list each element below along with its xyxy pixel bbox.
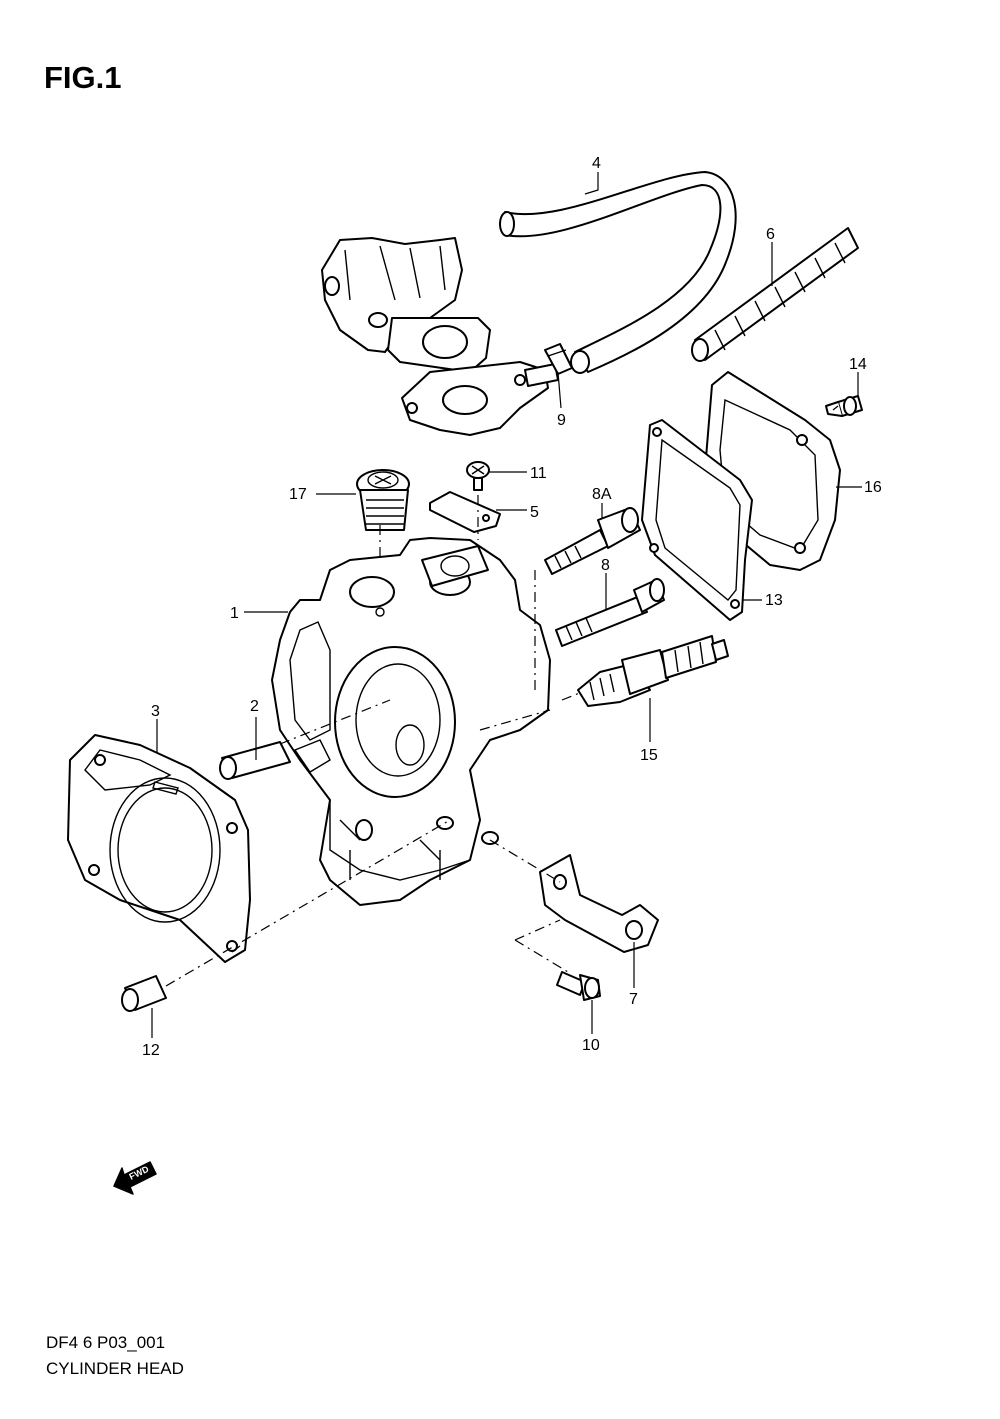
part-label-6: 6: [766, 226, 775, 243]
part-label-11: 11: [530, 465, 547, 482]
diagram-code: DF4 6 P03_001: [46, 1333, 166, 1352]
part-label-16: 15: [640, 747, 658, 764]
part-label-8: 8: [601, 557, 610, 574]
dowel-pin-part-2[interactable]: [219, 741, 291, 780]
bolt-part-15[interactable]: [825, 395, 863, 417]
cylinder-head-part-1[interactable]: [271, 537, 551, 906]
bolt-part-8[interactable]: [555, 578, 665, 647]
forward-arrow-icon: FWD: [113, 1161, 157, 1195]
bolt-part-10[interactable]: [556, 971, 601, 1001]
part-label-7: 7: [629, 991, 638, 1008]
part-label-15: 14: [849, 356, 867, 373]
dowel-pin-part-12[interactable]: [121, 975, 167, 1012]
bolt-part-8a[interactable]: [544, 507, 641, 575]
part-label-2: 2: [250, 698, 259, 715]
head-gasket-part-3[interactable]: [67, 734, 251, 963]
plate-part-5[interactable]: [429, 491, 501, 533]
part-label-1: 1: [230, 605, 239, 622]
part-label-9: 9: [557, 412, 566, 429]
part-label-8a: 8A: [592, 486, 612, 503]
bracket-part-7[interactable]: [539, 854, 659, 953]
outlet-fitting[interactable]: [401, 361, 559, 436]
section-name: CYLINDER HEAD: [46, 1359, 184, 1378]
figure-title: FIG.1: [44, 60, 122, 95]
part-label-12: 12: [142, 1042, 160, 1059]
part-label-5: 5: [530, 504, 539, 521]
thermostat-part-17[interactable]: [356, 469, 410, 531]
hose-part-4[interactable]: [499, 171, 737, 374]
part-label-13: 16: [864, 479, 882, 496]
part-number-labels: 4 6 14 16 13 9 11 5 17 8A 8 1 2 3 15 7 1…: [142, 155, 882, 1059]
part-label-14: 13: [765, 592, 783, 609]
part-label-3: 3: [151, 703, 160, 720]
screw-part-11[interactable]: [466, 461, 490, 491]
thermostat-cover[interactable]: [321, 237, 491, 373]
part-label-17: 17: [289, 486, 307, 503]
alignment-lines: [165, 405, 839, 987]
spiral-protector-part-6[interactable]: [691, 227, 859, 362]
leader-lines: [151, 172, 862, 1038]
cover-gasket-part-14[interactable]: [641, 419, 753, 621]
hose-clip-part-9[interactable]: [544, 343, 573, 375]
part-label-4: 4: [592, 155, 601, 172]
part-label-10: 10: [582, 1037, 600, 1054]
spark-plug-part-16[interactable]: [577, 635, 729, 707]
